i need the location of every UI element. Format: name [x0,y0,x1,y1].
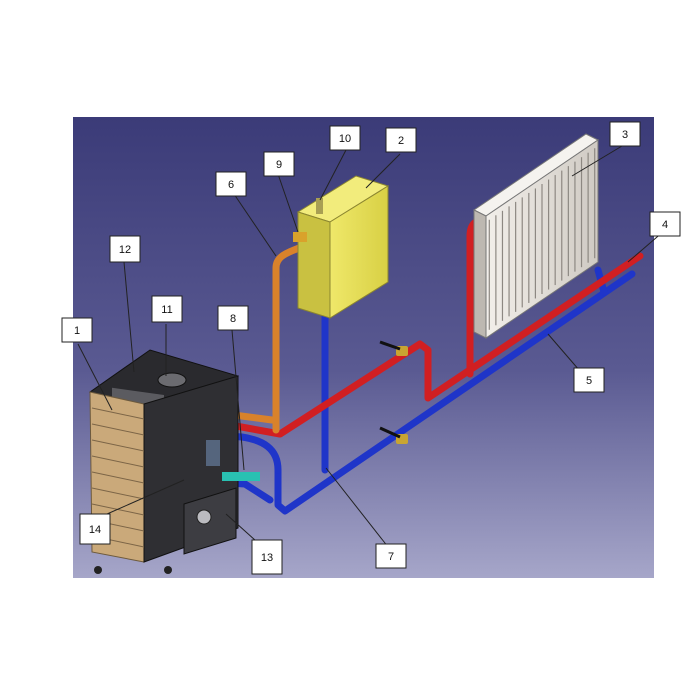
callout-7-label: 7 [388,551,394,563]
callouts: 1 2 3 4 5 6 7 8 [61,121,681,575]
return-boiler-link [210,431,282,474]
boiler-front-rib [91,423,145,436]
tank-vent [316,198,323,214]
leader-7 [325,467,393,553]
leader-10 [319,149,347,201]
leader-14 [97,479,185,519]
boiler-outlet-fittings [206,440,220,466]
supply-main-line [210,252,644,438]
boiler-front-rib [91,471,145,484]
boiler-control-knob [196,509,212,525]
callout-14-label: 14 [89,524,101,536]
callout-11-label: 11 [161,304,172,316]
callout-1: 1 [61,317,93,343]
tank-inlet-fitting [293,232,307,242]
boiler-front-rib [91,487,145,500]
leader-8 [231,329,245,471]
callout-9-label: 9 [276,159,282,171]
leader-9 [277,173,299,233]
callout-6: 6 [215,171,247,197]
callout-1-label: 1 [74,325,80,337]
callout-9: 9 [263,151,295,177]
callout-7: 7 [375,543,407,569]
callout-2-label: 2 [398,135,404,147]
callout-8-label: 8 [230,313,236,325]
callout-10-label: 10 [339,133,351,145]
leader-3 [571,145,623,177]
boiler [88,349,260,574]
callout-3-label: 3 [622,129,628,141]
boiler-flue [157,372,187,388]
callout-3: 3 [609,121,641,147]
boiler-front-rib [91,439,145,452]
callout-10: 10 [329,125,361,151]
return-main-line [274,270,636,515]
leader-6 [233,193,277,257]
callout-8: 8 [217,305,249,331]
callout-5: 5 [573,367,605,393]
callout-12: 12 [109,235,141,263]
leader-1 [77,343,113,411]
callout-2: 2 [385,127,417,153]
callout-4: 4 [649,211,681,237]
callout-13-label: 13 [261,552,273,564]
leader-12 [123,261,135,373]
expansion-tank [293,175,390,319]
callout-11: 11 [151,295,183,323]
callout-6-label: 6 [228,179,234,191]
valve-lower [379,426,408,444]
callout-12-label: 12 [119,244,131,256]
callout-4-label: 4 [662,219,668,231]
leader-2 [365,153,401,189]
boiler-front-rib [91,455,145,468]
callout-14: 14 [79,513,111,545]
boiler-lower-fitting [222,472,260,481]
radiator [473,133,599,339]
callout-5-label: 5 [586,375,592,387]
callout-13: 13 [251,539,283,575]
valve-upper [379,340,408,356]
boiler-front-rib [91,407,145,420]
